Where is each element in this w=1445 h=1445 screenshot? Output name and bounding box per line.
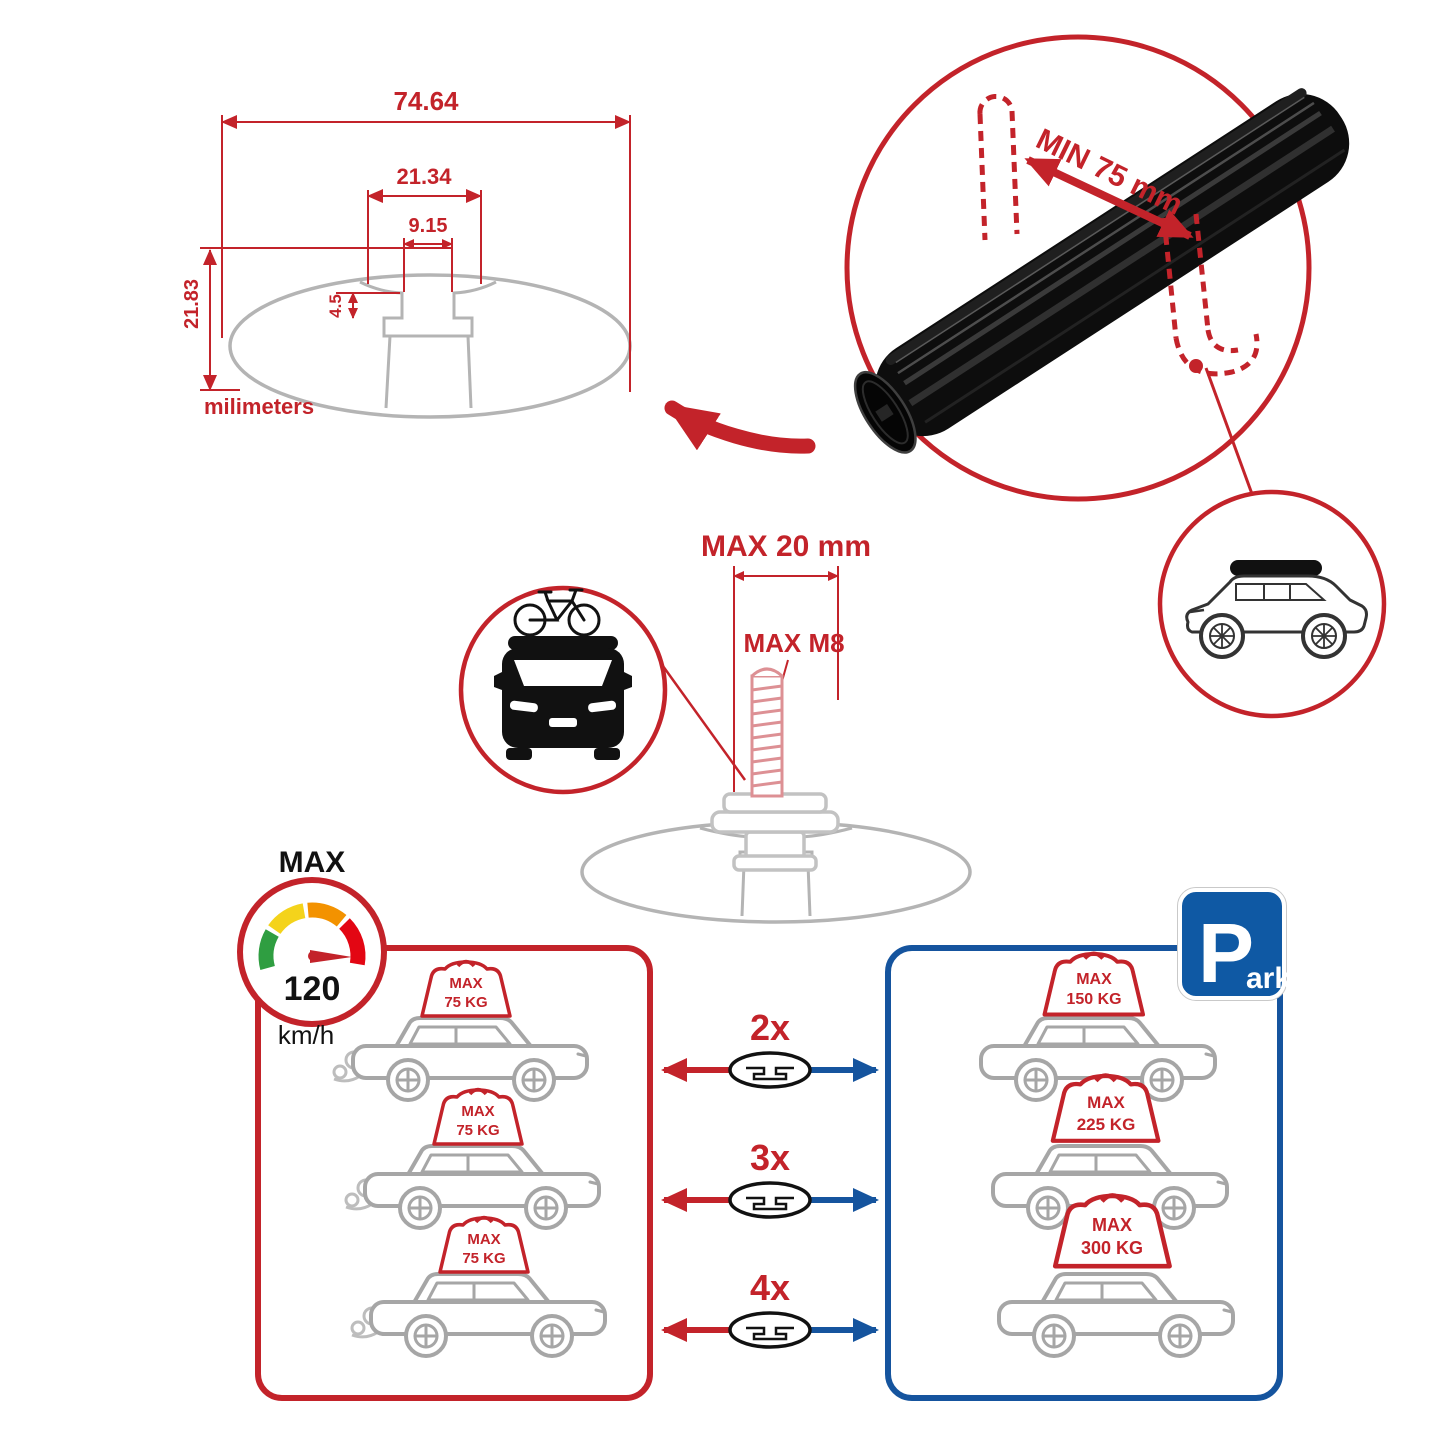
roof-box-icon [1230,560,1322,576]
crossbar-closeup-circle: MIN 75 mm [844,34,1350,502]
park-sign-suffix: ark [1246,962,1291,995]
bike-icon [513,588,601,637]
speedometer-needle [310,950,352,963]
bag-weight-label: 75 KG [462,1250,505,1267]
leader-line-to-suv [1204,367,1254,495]
parked-panel: MAX 150 KG MAX 225 KG MAX 300 KG [979,951,1235,1358]
t-slot-channel [359,280,497,338]
threaded-bolt [750,667,784,798]
speed-unit-label: km/h [278,1020,334,1050]
bag-max-label: MAX [1092,1215,1132,1235]
bag-max-label: MAX [449,975,482,992]
bag-weight-label: 225 KG [1077,1115,1136,1134]
clamp-bolt-rear [977,94,1020,241]
speed-value: 120 [284,970,341,1008]
park-sign-letter: P [1198,906,1254,1000]
dimension-lines [200,115,631,392]
park-sign: P ark [1177,887,1291,1001]
bag-max-label: MAX [1076,971,1112,988]
profile-web-lines [384,335,473,409]
bar-count-label: 4x [750,1267,790,1308]
bag-max-label: MAX [467,1231,500,1248]
dim-slot-width: 9.15 [409,215,448,237]
park-sign-plate [1178,888,1286,1000]
dim-total-height: 21.83 [181,279,203,329]
bag-max-label: MAX [1087,1093,1125,1112]
clamp-point-dot [1189,359,1203,373]
bolt-dimension-lines [733,566,839,792]
suv-illustration [1185,560,1368,659]
min-clearance-arrow [1024,156,1194,240]
bar-count-rows: 2x 3x 4x [661,1007,879,1349]
dim-center-width: 21.34 [396,164,452,189]
speed-max-label: MAX [279,846,346,879]
bolt-max-length-label: MAX 20 mm [701,530,871,563]
leader-line-to-bolt [653,654,747,781]
pointer-arrow-to-profile [664,400,816,454]
driving-panel: MAX 75 KG MAX 75 KG MAX 75 KG [332,959,607,1358]
units-label: milimeters [204,394,314,419]
dim-total-width: 74.64 [393,86,459,116]
bag-weight-label: 75 KG [456,1122,499,1139]
bike-car-circle [458,585,747,795]
bolt-max-thread-label: MAX M8 [743,628,844,658]
car-front-icon [494,636,632,760]
bar-count-label: 3x [750,1137,790,1178]
bolt-diagram: MAX 20 mm MAX M8 [580,530,972,924]
clamp-bolt-front [1161,213,1260,377]
speedometer-arcs [258,902,366,970]
profile-dimension-drawing: 74.64 21.34 9.15 4.5 21.83 milimeters [181,86,632,419]
bag-weight-label: 300 KG [1081,1238,1143,1258]
bar-count-label: 2x [750,1007,790,1048]
dim-step-depth: 4.5 [326,294,345,318]
bag-max-label: MAX [461,1103,494,1120]
t-slot-nut [710,792,840,872]
bag-weight-label: 75 KG [444,994,487,1011]
suv-roofbox-circle [1157,489,1387,719]
speedometer: MAX 120 km/h [237,846,387,1050]
bag-weight-label: 150 KG [1066,991,1121,1008]
